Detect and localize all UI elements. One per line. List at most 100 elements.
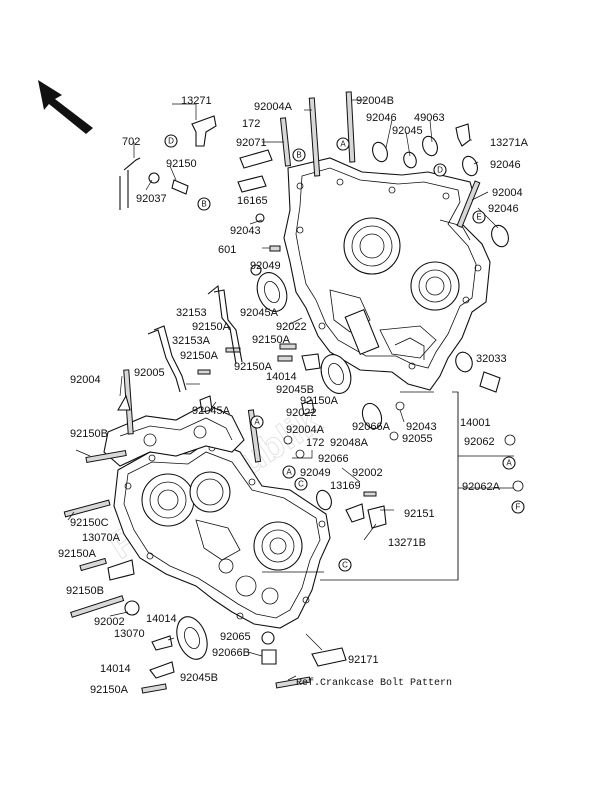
- label-92151: 92151: [404, 508, 435, 520]
- label-92065: 92065: [220, 631, 251, 643]
- label-172-mid: 172: [306, 437, 324, 449]
- label-92066: 92066: [318, 453, 349, 465]
- svg-text:A: A: [340, 140, 346, 149]
- label-14001: 14001: [460, 417, 491, 429]
- label-14014-mid: 14014: [266, 371, 297, 383]
- label-92046-c: 92046: [488, 203, 519, 215]
- oil-pipes: [119, 157, 243, 393]
- label-92048a: 92048A: [330, 437, 369, 449]
- label-92150b-top: 92150B: [70, 428, 108, 440]
- label-13169: 13169: [330, 480, 361, 492]
- label-13070: 13070: [114, 628, 145, 640]
- label-13271b: 13271B: [388, 537, 426, 549]
- label-49063: 49063: [414, 112, 445, 124]
- callout-f-icon: [511, 500, 525, 514]
- label-92045a-mid: 92045A: [240, 307, 279, 319]
- svg-text:D: D: [168, 137, 174, 146]
- label-92004a-mid: 92004A: [286, 424, 325, 436]
- label-92171: 92171: [348, 654, 379, 666]
- callout-a-icon: [250, 415, 264, 429]
- label-92150a-1: 92150A: [192, 321, 231, 333]
- label-32033: 32033: [476, 353, 507, 365]
- callout-d-icon: [433, 163, 447, 177]
- callout-a-icon: [502, 456, 516, 470]
- label-601: 601: [218, 244, 236, 256]
- label-92045a-left: 92045A: [192, 405, 231, 417]
- label-13070a: 13070A: [82, 532, 121, 544]
- callout-d-icon: [164, 134, 178, 148]
- svg-text:C: C: [342, 561, 348, 570]
- label-92043-right: 92043: [406, 421, 437, 433]
- small-parts: [107, 115, 524, 679]
- label-92045-top: 92045: [392, 125, 423, 137]
- svg-text:E: E: [476, 213, 481, 222]
- svg-text:C: C: [298, 480, 304, 489]
- label-92066b: 92066B: [212, 647, 250, 659]
- right-crankcase-half: [283, 157, 491, 391]
- label-92066a: 92066A: [352, 421, 391, 433]
- callout-b-icon: [292, 148, 306, 162]
- svg-text:F: F: [516, 503, 521, 512]
- label-92002-bot: 92002: [94, 616, 125, 628]
- leader-lines: [67, 99, 514, 681]
- label-92049-mid: 92049: [300, 467, 331, 479]
- label-16165: 16165: [237, 195, 268, 207]
- label-92150a-4: 92150A: [234, 361, 273, 373]
- front-direction-arrow: [38, 80, 93, 134]
- label-92043-left: 92043: [230, 225, 261, 237]
- ref-crankcase-bolt-pattern-note: Ref.Crankcase Bolt Pattern: [296, 677, 452, 689]
- callout-a-icon: [282, 465, 296, 479]
- label-92062a: 92062A: [462, 481, 501, 493]
- label-92004-left: 92004: [70, 374, 101, 386]
- label-92046-b: 92046: [490, 159, 521, 171]
- label-92150a-5: 92150A: [300, 395, 339, 407]
- svg-text:B: B: [296, 151, 301, 160]
- label-92022-mid: 92022: [286, 407, 317, 419]
- callout-c-icon: [338, 558, 352, 572]
- svg-text:A: A: [506, 459, 512, 468]
- label-92150a-3: 92150A: [252, 334, 291, 346]
- label-92071: 92071: [236, 137, 267, 149]
- studs-and-bolts: [63, 91, 481, 694]
- label-13271: 13271: [181, 95, 212, 107]
- label-92005: 92005: [134, 367, 165, 379]
- label-92046-a: 92046: [366, 112, 397, 124]
- label-32153: 32153: [176, 307, 207, 319]
- label-92045b-bot: 92045B: [180, 672, 218, 684]
- label-92055: 92055: [402, 433, 433, 445]
- svg-text:D: D: [437, 166, 443, 175]
- center-crankcase-section: [103, 403, 245, 467]
- left-crankcase-half: [113, 439, 331, 629]
- bearings: [176, 135, 509, 660]
- callout-c-icon: [294, 477, 308, 491]
- label-32153a: 32153A: [172, 335, 211, 347]
- callout-e-icon: [472, 210, 486, 224]
- svg-text:A: A: [286, 468, 292, 477]
- part-number-labels: 13271 702 92150 92037 92004A 172 92071 1…: [58, 95, 529, 696]
- label-172-top: 172: [242, 118, 260, 130]
- label-92004a-top: 92004A: [254, 101, 293, 113]
- label-92049-top: 92049: [250, 260, 281, 272]
- label-14014-low: 14014: [100, 663, 131, 675]
- label-92150a-2: 92150A: [180, 350, 219, 362]
- label-13271a: 13271A: [490, 137, 529, 149]
- label-702: 702: [122, 136, 140, 148]
- label-92150: 92150: [166, 158, 197, 170]
- label-92002-mid: 92002: [352, 467, 383, 479]
- label-92150a-7: 92150A: [90, 684, 129, 696]
- label-92004-right: 92004: [492, 187, 523, 199]
- callout-letters: D B B A D E A F A A C C: [164, 134, 525, 572]
- svg-text:A: A: [254, 418, 260, 427]
- label-92022-top: 92022: [276, 321, 307, 333]
- callout-b-icon: [197, 197, 211, 211]
- label-14014-bot: 14014: [146, 613, 177, 625]
- label-92045b-mid: 92045B: [276, 384, 314, 396]
- label-92150c: 92150C: [70, 517, 109, 529]
- callout-a-icon: [336, 137, 350, 151]
- label-92004b: 92004B: [356, 95, 394, 107]
- label-92150b-bot: 92150B: [66, 585, 104, 597]
- svg-text:B: B: [201, 200, 206, 209]
- label-92062: 92062: [464, 436, 495, 448]
- label-92037: 92037: [136, 193, 167, 205]
